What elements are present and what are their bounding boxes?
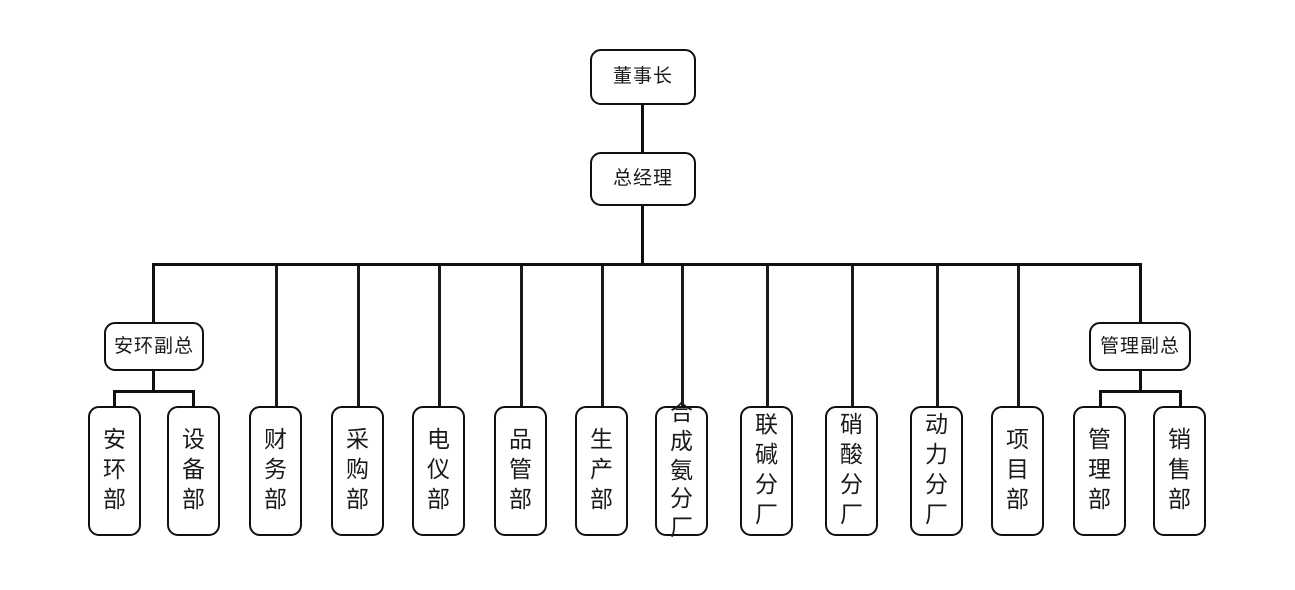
node-department-hechengan[interactable]: 合成氨分厂 [655, 400, 708, 541]
connector-vp-management-bar [1099, 390, 1181, 393]
main-connector-bus [152, 263, 1142, 266]
connector-chairman-to-gm [641, 104, 644, 154]
connector-vp-safety-to-shebei [192, 390, 195, 408]
node-department-xiangmu[interactable]: 项目部 [991, 406, 1044, 536]
drop-line-production [601, 263, 604, 407]
node-department-guanli[interactable]: 管理部 [1073, 406, 1126, 536]
node-department-guanli-label: 管理部 [1088, 427, 1111, 513]
node-vp-safety-label: 安环副总 [113, 334, 194, 357]
connector-vp-management-to-xiaoshou [1179, 390, 1182, 408]
node-vp-management[interactable]: 管理副总 [1089, 322, 1191, 371]
node-department-pinguan-label: 品管部 [509, 427, 532, 513]
drop-line-vp-safety [152, 263, 155, 323]
node-department-lianjian-label: 联碱分厂 [755, 412, 778, 528]
drop-line-soda [766, 263, 769, 407]
node-department-shengchan-label: 生产部 [590, 427, 613, 513]
node-chairman[interactable]: 董事长 [590, 49, 696, 105]
node-vp-management-label: 管理副总 [1099, 334, 1180, 357]
drop-line-electrical [438, 263, 441, 407]
drop-line-nitric [851, 263, 854, 407]
node-vp-safety[interactable]: 安环副总 [104, 322, 204, 371]
node-department-dianyi-label: 电仪部 [427, 427, 450, 513]
node-department-xiaosuan[interactable]: 硝酸分厂 [825, 406, 878, 536]
node-chairman-label: 董事长 [612, 65, 673, 88]
node-department-dianyi[interactable]: 电仪部 [412, 406, 465, 536]
node-department-caiwu-label: 财务部 [264, 427, 287, 513]
node-department-anhuan[interactable]: 安环部 [88, 406, 141, 536]
connector-gm-to-bus [641, 205, 644, 265]
node-department-caigou[interactable]: 采购部 [331, 406, 384, 536]
node-department-shebei[interactable]: 设备部 [167, 406, 220, 536]
node-department-xiangmu-label: 项目部 [1006, 427, 1029, 513]
drop-line-power [936, 263, 939, 407]
connector-vp-safety-to-anhuan [113, 390, 116, 408]
node-department-xiaosuan-label: 硝酸分厂 [840, 412, 863, 528]
connector-vp-management-stem [1139, 370, 1142, 392]
drop-line-vp-management [1139, 263, 1142, 323]
node-department-dongli-label: 动力分厂 [925, 412, 948, 528]
drop-line-finance [275, 263, 278, 407]
node-department-hechengan-label: 合成氨分厂 [670, 399, 693, 542]
drop-line-project [1017, 263, 1020, 407]
node-department-dongli[interactable]: 动力分厂 [910, 406, 963, 536]
node-general-manager[interactable]: 总经理 [590, 152, 696, 206]
connector-vp-safety-stem [152, 370, 155, 392]
node-department-shengchan[interactable]: 生产部 [575, 406, 628, 536]
node-department-caigou-label: 采购部 [346, 427, 369, 513]
node-department-xiaoshou[interactable]: 销售部 [1153, 406, 1206, 536]
drop-line-quality [520, 263, 523, 407]
drop-line-purchasing [357, 263, 360, 407]
node-department-caiwu[interactable]: 财务部 [249, 406, 302, 536]
node-department-shebei-label: 设备部 [182, 427, 205, 513]
node-general-manager-label: 总经理 [612, 167, 673, 190]
node-department-lianjian[interactable]: 联碱分厂 [740, 406, 793, 536]
connector-vp-safety-bar [113, 390, 194, 393]
node-department-anhuan-label: 安环部 [103, 427, 126, 513]
drop-line-ammonia [681, 263, 684, 407]
node-department-pinguan[interactable]: 品管部 [494, 406, 547, 536]
node-department-xiaoshou-label: 销售部 [1168, 427, 1191, 513]
connector-vp-management-to-guanli [1099, 390, 1102, 408]
